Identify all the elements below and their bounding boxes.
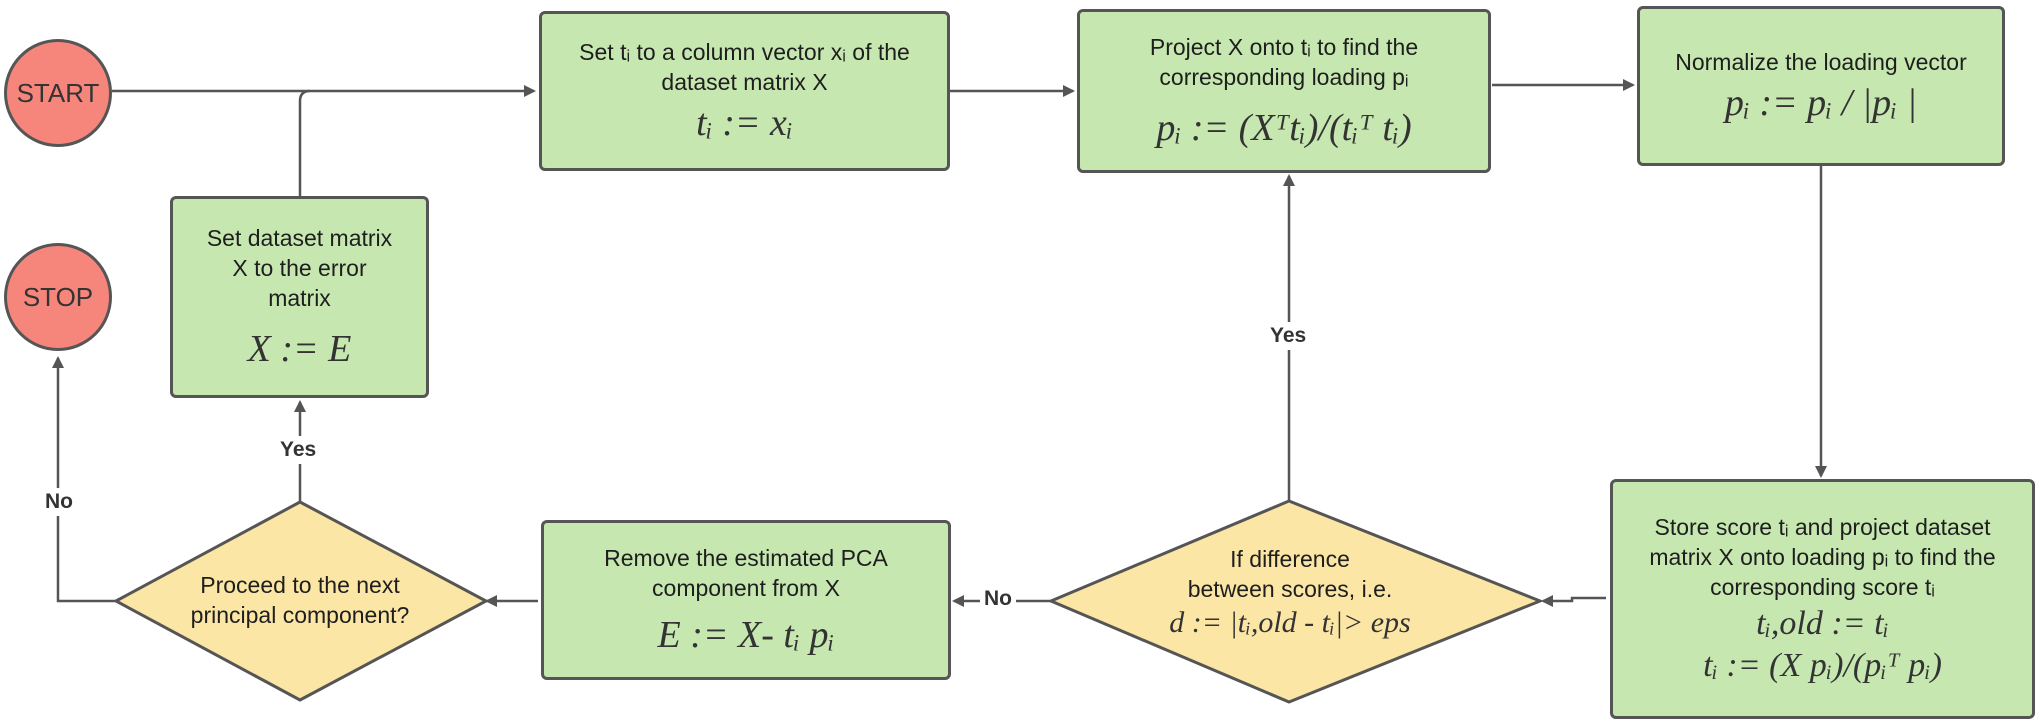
edge-store-to-difference	[1541, 595, 1606, 607]
edge-label-no-to-stop: No	[41, 488, 77, 516]
remove-line2: component from X	[652, 575, 840, 601]
difference-line1: If difference	[1230, 546, 1350, 572]
proceed-line2: principal component?	[190, 602, 410, 628]
store-formula-1: tᵢ,old := tᵢ	[1756, 605, 1889, 642]
set-t-line2: dataset matrix X	[661, 69, 828, 95]
project-line2: corresponding loading pᵢ	[1159, 64, 1409, 90]
set-x-line3: matrix	[268, 285, 331, 311]
edge-label-no-to-remove: No	[980, 585, 1016, 613]
stop-terminal: STOP	[4, 243, 112, 351]
normalize-formula: pᵢ := pᵢ / |pᵢ |	[1724, 82, 1918, 124]
store-line1: Store score tᵢ and project dataset	[1654, 514, 1991, 540]
proceed-text: Proceed to the next principal component?	[160, 570, 440, 630]
proceed-line1: Proceed to the next	[200, 572, 400, 598]
project-box: Project X onto tᵢ to find the correspond…	[1077, 9, 1491, 173]
store-formula-2: tᵢ := (X pᵢ)/(pᵢᵀ pᵢ)	[1703, 647, 1942, 684]
store-line3: corresponding score tᵢ	[1710, 574, 1935, 600]
difference-text: If difference between scores, i.e. d := …	[1130, 544, 1450, 640]
edge-label-yes-to-project: Yes	[1266, 322, 1311, 350]
decision-proceed-shape	[112, 500, 490, 702]
difference-line2: between scores, i.e.	[1187, 576, 1393, 602]
decision-difference-shape	[1047, 499, 1545, 704]
remove-box: Remove the estimated PCA component from …	[541, 520, 951, 680]
store-box: Store score tᵢ and project dataset matri…	[1610, 479, 2035, 719]
start-label: START	[16, 77, 100, 108]
set-t-formula: tᵢ := xᵢ	[696, 102, 793, 144]
remove-formula: E := X- tᵢ pᵢ	[657, 614, 835, 656]
normalize-box: Normalize the loading vector pᵢ := pᵢ / …	[1637, 6, 2005, 166]
project-formula: pᵢ := (Xᵀtᵢ)/(tᵢᵀ tᵢ)	[1156, 107, 1412, 149]
set-x-box: Set dataset matrix X to the error matrix…	[170, 196, 429, 398]
set-t-line1: Set tᵢ to a column vector xᵢ of the	[579, 39, 910, 65]
remove-line1: Remove the estimated PCA	[604, 545, 888, 571]
difference-formula: d := |tᵢ,old - tᵢ|> eps	[1169, 606, 1411, 639]
start-terminal: START	[4, 39, 112, 147]
project-line1: Project X onto tᵢ to find the	[1149, 34, 1419, 60]
stop-label: STOP	[22, 281, 94, 312]
store-line2: matrix X onto loading pᵢ to find the	[1649, 544, 1996, 570]
set-x-formula: X := E	[247, 328, 352, 370]
edge-label-yes-to-set-x: Yes	[276, 436, 321, 464]
edge-proceed-to-stop	[52, 356, 116, 603]
set-t-box: Set tᵢ to a column vector xᵢ of the data…	[539, 11, 950, 171]
set-x-line2: X to the error	[232, 255, 367, 281]
edge-set-x-to-main	[298, 89, 311, 196]
normalize-line1: Normalize the loading vector	[1675, 49, 1967, 75]
set-x-line1: Set dataset matrix	[206, 225, 393, 251]
